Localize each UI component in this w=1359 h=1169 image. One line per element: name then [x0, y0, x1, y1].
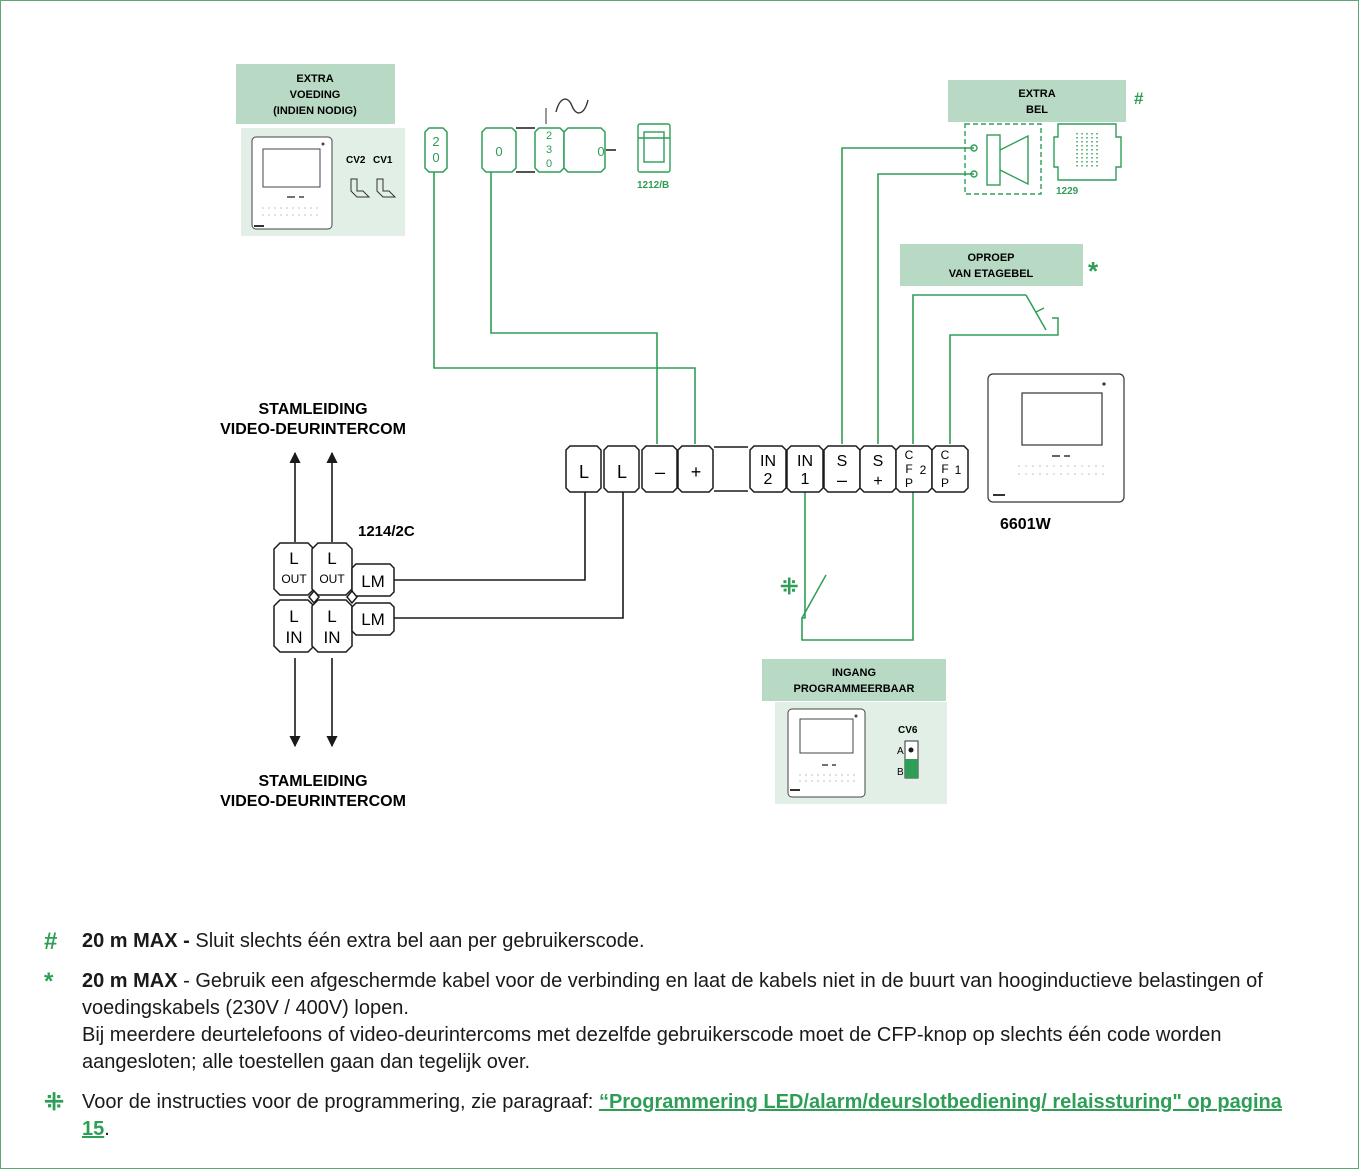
svg-text:IN: IN — [797, 453, 813, 470]
terminal-block-right — [749, 445, 969, 493]
svg-text:OUT: OUT — [319, 572, 345, 586]
device-panel-ingang: CV6 A B — [775, 702, 947, 804]
svg-text:CV6: CV6 — [898, 725, 918, 736]
bell-icon — [964, 123, 1042, 195]
wires — [433, 147, 1052, 641]
svg-text:INGANG: INGANG — [832, 667, 876, 679]
svg-text:2: 2 — [432, 134, 439, 149]
svg-text:0: 0 — [597, 144, 604, 159]
svg-text:F: F — [905, 462, 912, 476]
note-star-text: Voor de instructies voor de programmerin… — [82, 1091, 599, 1113]
label-extra-voeding: EXTRA VOEDING (INDIEN NODIG) — [236, 64, 395, 124]
asterisk-bullet-icon: * — [44, 968, 54, 995]
ac-wave-icon — [555, 98, 589, 114]
svg-text:1: 1 — [955, 463, 962, 477]
stamleiding-bottom-line1: STAMLEIDING — [258, 773, 367, 790]
svg-text:P: P — [941, 476, 949, 490]
distributor-1214-2c — [273, 542, 395, 653]
note-hash-bold: 20 m MAX - — [82, 930, 190, 952]
device-panel-voeding: CV2 CV1 — [241, 128, 405, 236]
svg-text:(INDIEN NODIG): (INDIEN NODIG) — [273, 105, 357, 117]
star-bullet-icon: ⁜ — [44, 1089, 65, 1116]
svg-text:–: – — [655, 462, 665, 482]
svg-text:IN: IN — [324, 628, 341, 647]
input-switch-icon — [801, 574, 827, 619]
svg-text:CV2: CV2 — [346, 155, 366, 166]
svg-text:1229: 1229 — [1056, 186, 1079, 197]
svg-text:OUT: OUT — [281, 572, 307, 586]
note-star-tail: . — [104, 1118, 110, 1140]
svg-text:L: L — [579, 462, 589, 482]
svg-text:C: C — [941, 448, 950, 462]
svg-text:–: – — [837, 470, 847, 490]
stamleiding-top-line1: STAMLEIDING — [258, 401, 367, 418]
svg-text:1212/B: 1212/B — [637, 180, 669, 191]
svg-text:L: L — [289, 549, 298, 568]
hash-bullet-icon: # — [44, 928, 58, 955]
svg-text:+: + — [691, 462, 702, 482]
wiring-diagram: EXTRA VOEDING (INDIEN NODIG) EXTRA BEL #… — [220, 64, 1144, 810]
svg-text:P: P — [905, 476, 913, 490]
label-oproep: OPROEP VAN ETAGEBEL — [900, 244, 1083, 286]
svg-text:EXTRA: EXTRA — [296, 73, 333, 85]
terminal-block-left — [565, 445, 714, 493]
stamleiding-bottom-line2: VIDEO-DEURINTERCOM — [220, 793, 406, 810]
svg-text:CV1: CV1 — [373, 155, 393, 166]
svg-text:+: + — [873, 473, 882, 490]
svg-text:2: 2 — [764, 471, 773, 488]
svg-text:B: B — [897, 767, 904, 778]
svg-text:LM: LM — [361, 610, 385, 629]
programming-link[interactable]: “Programmering LED/alarm/deurslotbedieni… — [82, 1091, 1282, 1140]
monitor-6601w — [987, 373, 1125, 503]
note-asterisk: * 20 m MAX - Gebruik een afgeschermde ka… — [44, 968, 1306, 1076]
bell-unit-icon — [1053, 123, 1122, 181]
svg-text:VOEDING: VOEDING — [290, 89, 341, 101]
svg-text:IN: IN — [760, 453, 776, 470]
svg-text:VAN ETAGEBEL: VAN ETAGEBEL — [949, 268, 1034, 280]
note-hash-text: Sluit slechts één extra bel aan per gebr… — [189, 930, 645, 952]
svg-text:6601W: 6601W — [1000, 516, 1052, 533]
svg-text:C: C — [905, 448, 914, 462]
call-switch-icon — [1025, 294, 1059, 336]
svg-text:3: 3 — [546, 144, 552, 156]
label-extra-bel: EXTRA BEL — [948, 80, 1126, 122]
svg-text:1: 1 — [801, 471, 810, 488]
svg-text:0: 0 — [432, 150, 439, 165]
svg-text:0: 0 — [495, 144, 502, 159]
svg-text:EXTRA: EXTRA — [1018, 88, 1055, 100]
svg-text:BEL: BEL — [1026, 104, 1048, 116]
svg-text:L: L — [617, 462, 627, 482]
note-hash: # 20 m MAX - Sluit slechts één extra bel… — [44, 928, 1306, 955]
note-asterisk-text: - Gebruik een afgeschermde kabel voor de… — [82, 970, 1263, 1019]
stamleiding-top-line2: VIDEO-DEURINTERCOM — [220, 421, 406, 438]
svg-text:IN: IN — [286, 628, 303, 647]
svg-text:L: L — [327, 607, 336, 626]
note-star: ⁜ Voor de instructies voor de programmer… — [44, 1089, 1306, 1143]
note-asterisk-text2: Bij meerdere deurtelefoons of video-deur… — [82, 1024, 1222, 1073]
hash-symbol: # — [1134, 89, 1144, 108]
bus-wires — [289, 127, 748, 748]
svg-text:L: L — [289, 607, 298, 626]
asterisk-symbol: * — [1088, 256, 1099, 286]
svg-text:LM: LM — [361, 572, 385, 591]
svg-text:0: 0 — [546, 158, 552, 170]
svg-text:S: S — [837, 453, 848, 470]
svg-text:OPROEP: OPROEP — [967, 252, 1014, 264]
supply-terminal-block — [424, 127, 606, 173]
svg-text:S: S — [873, 453, 884, 470]
svg-text:1214/2C: 1214/2C — [358, 523, 415, 540]
svg-text:F: F — [941, 462, 948, 476]
star-symbol: ⁜ — [780, 574, 798, 599]
svg-text:PROGRAMMEERBAAR: PROGRAMMEERBAAR — [794, 683, 915, 695]
note-asterisk-bold: 20 m MAX — [82, 970, 178, 992]
notes-section: # 20 m MAX - Sluit slechts één extra bel… — [44, 928, 1306, 1143]
svg-text:2: 2 — [546, 130, 552, 142]
svg-text:2: 2 — [920, 463, 927, 477]
power-supply-icon — [637, 123, 671, 173]
svg-text:A: A — [897, 746, 904, 757]
label-ingang: INGANG PROGRAMMEERBAAR — [762, 659, 946, 701]
svg-text:L: L — [327, 549, 336, 568]
